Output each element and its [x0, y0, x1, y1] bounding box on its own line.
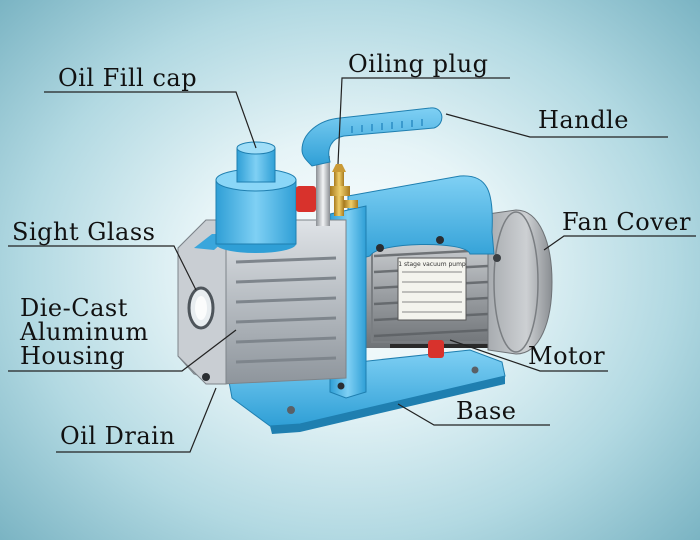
base-bolt [471, 366, 479, 374]
oil-drain-plug [202, 373, 210, 381]
housing-fins [235, 256, 337, 364]
label-oiling-plug: Oiling plug [348, 50, 489, 78]
base-bolt [287, 406, 295, 414]
label-base: Base [456, 397, 517, 425]
label-housing-line-1: Die-Cast [20, 294, 128, 322]
leader-motor [449, 339, 608, 372]
leader-oil-drain [56, 387, 217, 453]
motor-top-cover [347, 175, 495, 263]
label-sight-glass: Sight Glass [12, 218, 156, 246]
red-valve [428, 340, 444, 358]
label-oil-fill-cap: Oil Fill cap [58, 64, 198, 92]
leader-oiling-plug [337, 77, 510, 165]
screw [493, 254, 501, 262]
oiling-plug-fitting [330, 164, 358, 216]
label-fan-cover: Fan Cover [562, 208, 691, 236]
label-oil-drain: Oil Drain [60, 422, 176, 450]
motor-body: 1 stage vacuum pump [360, 232, 510, 348]
label-motor: Motor [528, 342, 606, 370]
screw [376, 244, 384, 252]
nameplate-title: 1 stage vacuum pump [398, 261, 466, 268]
handle-assembly [301, 107, 443, 226]
nameplate [397, 257, 467, 321]
leader-lines [8, 77, 696, 453]
label-housing-line-2: Aluminum [20, 318, 149, 346]
leader-housing [8, 329, 237, 372]
label-die-cast-aluminum-housing: Die-Cast Aluminum Housing [20, 296, 149, 368]
oil-fill-assembly [215, 141, 316, 253]
screw [436, 236, 444, 244]
leader-oil-fill-cap [44, 91, 257, 149]
leader-sight-glass [8, 245, 197, 291]
leader-handle [445, 113, 668, 138]
red-plug [296, 186, 316, 212]
leader-fan-cover [543, 235, 696, 251]
label-handle: Handle [538, 106, 629, 134]
label-housing-line-3: Housing [20, 342, 126, 370]
leader-base [397, 403, 550, 426]
fan-cover [487, 209, 553, 355]
